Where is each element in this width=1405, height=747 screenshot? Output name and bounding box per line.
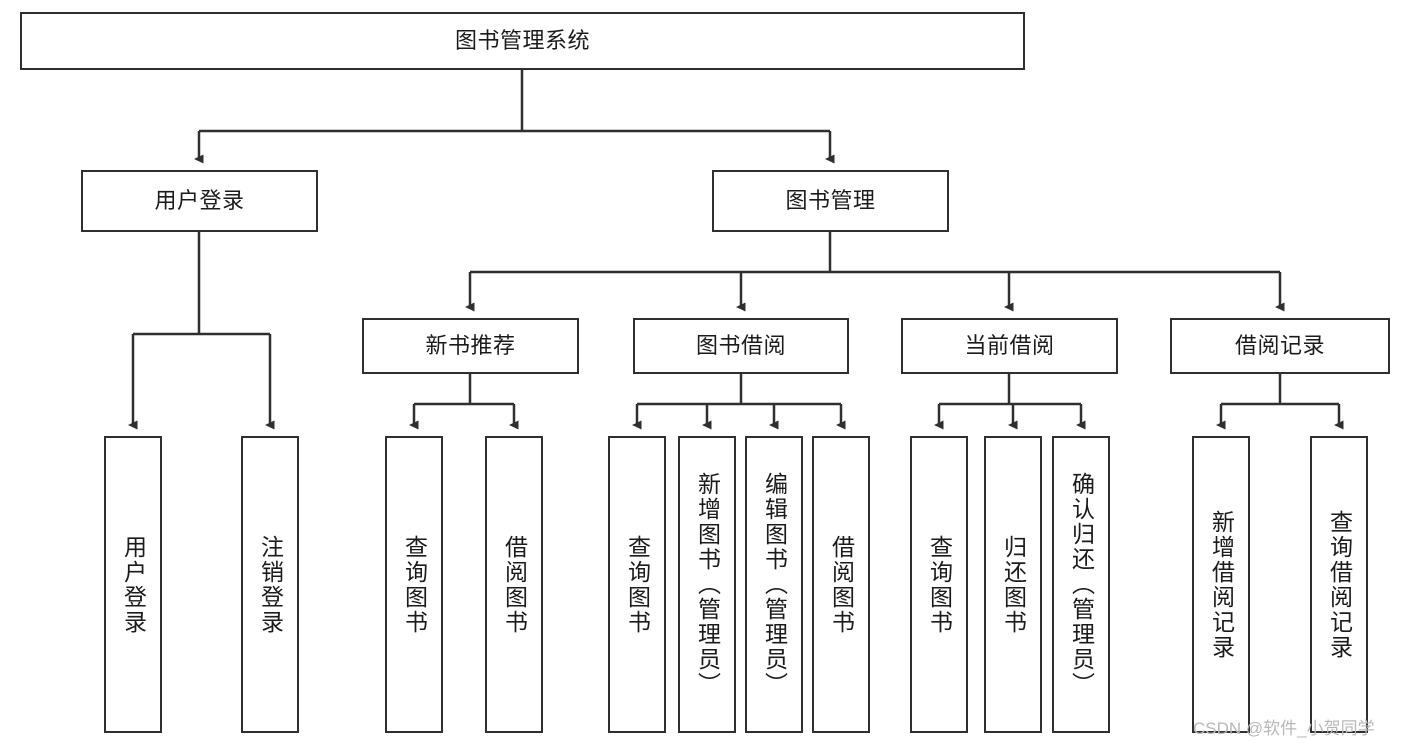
node-leaf-query-book-1[interactable]: 查询图书: [385, 436, 443, 733]
node-label-user-login: 用户登录: [154, 188, 245, 213]
node-leaf-add-record[interactable]: 新增借阅记录: [1192, 436, 1250, 733]
node-label-leaf-query-book-3: 查询图书: [926, 534, 953, 635]
node-leaf-user-login[interactable]: 用户登录: [104, 436, 162, 733]
csdn-watermark: CSDN @软件_小贺同学: [1193, 719, 1375, 738]
edge-newbook-to-leaves: [409, 374, 519, 430]
edge-currentborrow-to-leaves: [934, 374, 1086, 430]
edge-userlogin-to-leaves: [128, 232, 275, 430]
node-label-borrow-record: 借阅记录: [1234, 333, 1325, 358]
edge-root-to-level2: [194, 70, 835, 164]
node-new-book-rec[interactable]: 新书推荐: [362, 318, 579, 374]
node-leaf-borrow-book-2[interactable]: 借阅图书: [812, 436, 870, 733]
node-label-leaf-add-book: 新增图书（管理员）: [694, 472, 721, 697]
edge-bookmanage-to-level3: [465, 232, 1285, 312]
node-label-leaf-borrow-book-2: 借阅图书: [828, 534, 855, 635]
node-leaf-confirm-return[interactable]: 确认归还（管理员）: [1052, 436, 1110, 733]
node-label-current-borrow: 当前借阅: [964, 333, 1055, 358]
node-label-leaf-confirm-return: 确认归还（管理员）: [1068, 472, 1095, 697]
node-leaf-query-book-2[interactable]: 查询图书: [608, 436, 666, 733]
node-book-manage[interactable]: 图书管理: [712, 170, 949, 232]
node-label-book-borrow: 图书借阅: [695, 333, 786, 358]
node-label-new-book-rec: 新书推荐: [425, 333, 516, 358]
node-label-leaf-edit-book: 编辑图书（管理员）: [761, 472, 788, 697]
node-leaf-query-record[interactable]: 查询借阅记录: [1310, 436, 1368, 733]
node-label-leaf-query-book-2: 查询图书: [624, 534, 651, 635]
node-leaf-logout[interactable]: 注销登录: [241, 436, 299, 733]
node-label-leaf-return-book: 归还图书: [1000, 534, 1027, 635]
node-leaf-edit-book[interactable]: 编辑图书（管理员）: [745, 436, 803, 733]
node-root[interactable]: 图书管理系统: [20, 12, 1025, 70]
edge-bookborrow-to-leaves: [632, 374, 846, 430]
edge-layer: [128, 70, 1344, 430]
node-label-leaf-query-book-1: 查询图书: [401, 534, 428, 635]
node-label-leaf-logout: 注销登录: [257, 534, 284, 635]
node-borrow-record[interactable]: 借阅记录: [1170, 318, 1390, 374]
node-leaf-borrow-book-1[interactable]: 借阅图书: [485, 436, 543, 733]
node-label-leaf-borrow-book-1: 借阅图书: [501, 534, 528, 635]
node-user-login[interactable]: 用户登录: [81, 170, 318, 232]
node-label-book-manage: 图书管理: [785, 188, 876, 213]
node-label-leaf-user-login: 用户登录: [120, 534, 147, 635]
node-leaf-add-book[interactable]: 新增图书（管理员）: [678, 436, 736, 733]
node-label-root: 图书管理系统: [454, 28, 590, 53]
edge-borrowrecord-to-leaves: [1216, 374, 1344, 430]
node-book-borrow[interactable]: 图书借阅: [633, 318, 849, 374]
node-leaf-return-book[interactable]: 归还图书: [984, 436, 1042, 733]
node-label-leaf-add-record: 新增借阅记录: [1208, 509, 1235, 660]
node-current-borrow[interactable]: 当前借阅: [901, 318, 1118, 374]
node-label-leaf-query-record: 查询借阅记录: [1326, 509, 1353, 660]
node-leaf-query-book-3[interactable]: 查询图书: [910, 436, 968, 733]
